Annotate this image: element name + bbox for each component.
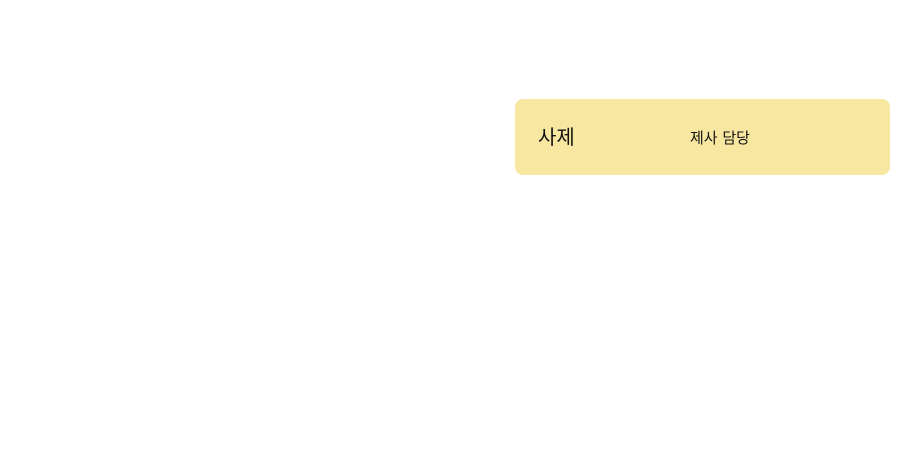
role-card: 사제 제사 담당 (515, 99, 890, 175)
role-description: 제사 담당 (690, 129, 750, 147)
role-title: 사제 (538, 125, 575, 149)
